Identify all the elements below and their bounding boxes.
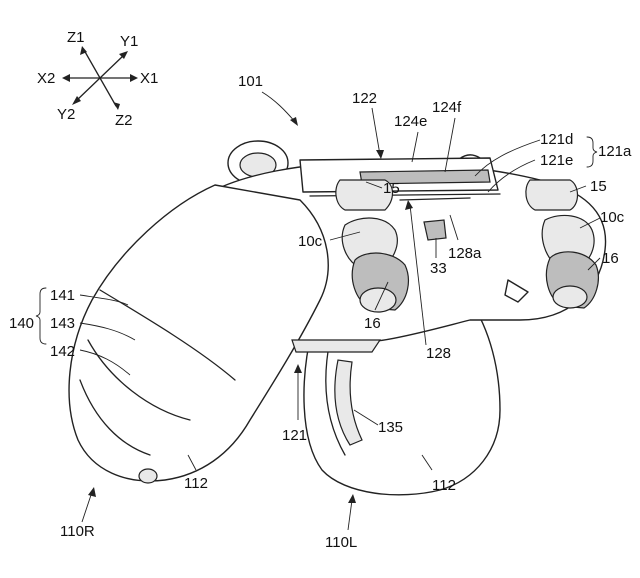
cover-128a-edge <box>399 197 471 201</box>
axis-x1-label: X1 <box>140 70 158 87</box>
grip-110l-edge <box>325 339 346 456</box>
axis-z2-line <box>99 77 117 107</box>
leader-16-left <box>374 281 389 311</box>
label-15-left: 15 <box>383 180 400 197</box>
label-124f: 124f <box>432 99 462 116</box>
leader-141 <box>79 294 129 306</box>
leader-121d <box>474 139 541 177</box>
grip-110r <box>68 184 329 482</box>
label-128a: 128a <box>448 245 482 262</box>
leader-101-arrow <box>290 117 298 126</box>
axis-y1-arrow <box>119 51 128 59</box>
label-143: 143 <box>50 315 75 332</box>
leader-112-left <box>187 454 197 471</box>
leader-110l-arrow <box>348 494 356 503</box>
grip-135-recess <box>334 359 363 446</box>
grip-line-141 <box>79 379 151 456</box>
leader-16-right <box>587 257 601 271</box>
leader-122 <box>371 107 381 156</box>
leader-128a <box>449 214 459 241</box>
bracket-140 <box>35 287 47 345</box>
axis-x2-arrow <box>62 74 70 82</box>
leader-110r-arrow <box>88 487 96 497</box>
bumper-15-right <box>525 179 579 211</box>
label-16-right: 16 <box>602 250 619 267</box>
axis-x1-arrow <box>130 74 138 82</box>
label-135: 135 <box>378 419 403 436</box>
trigger-16-left-base <box>359 287 397 313</box>
leader-135 <box>353 409 379 426</box>
light-bar-121 <box>291 339 382 353</box>
leader-124f <box>444 117 456 173</box>
axis-y2-arrow <box>72 96 81 105</box>
leader-10c-right <box>579 217 601 229</box>
reference-labels: 101 122 124f 124e 121d 121e 121a 15 15 1… <box>9 73 632 551</box>
label-142: 142 <box>50 343 75 360</box>
axis-z2-label: Z2 <box>115 112 133 129</box>
label-33: 33 <box>430 260 447 277</box>
leader-112-right <box>421 454 433 471</box>
axis-z1-label: Z1 <box>67 29 85 46</box>
connector-33 <box>423 219 447 241</box>
leader-101 <box>261 91 297 124</box>
label-140: 140 <box>9 315 34 332</box>
label-16-left: 16 <box>364 315 381 332</box>
trigger-16-right-base <box>552 285 588 309</box>
leader-143 <box>79 322 136 341</box>
bracket-121a <box>586 136 598 168</box>
label-112-right: 112 <box>432 477 456 494</box>
leader-110l <box>347 499 353 531</box>
leader-lines <box>79 91 601 531</box>
label-122: 122 <box>352 90 377 107</box>
leader-15-left <box>365 181 383 189</box>
label-10c-left: 10c <box>298 233 323 250</box>
label-101: 101 <box>238 73 263 90</box>
leader-124e <box>411 131 419 163</box>
leader-121-arrow <box>294 364 302 373</box>
leader-110r <box>81 491 93 523</box>
axis-z2-arrow <box>113 102 120 110</box>
leader-121e <box>487 159 536 193</box>
axis-y2-label: Y2 <box>57 106 75 123</box>
leader-142 <box>79 349 131 376</box>
axis-y1-line <box>99 54 125 79</box>
label-141: 141 <box>50 287 75 304</box>
label-110l: 110L <box>325 534 357 551</box>
axis-y1-label: Y1 <box>120 33 138 50</box>
label-121: 121 <box>282 427 307 444</box>
controller-drawing <box>68 140 607 496</box>
grip-line-143 <box>99 289 236 381</box>
leader-15-right <box>569 185 587 193</box>
axis-indicator: Z1 Y1 X2 X1 Y2 Z2 <box>37 29 158 129</box>
label-121d: 121d <box>540 131 573 148</box>
leader-122-arrow <box>376 150 384 159</box>
axis-y2-line <box>75 77 101 102</box>
side-notch <box>504 279 529 303</box>
label-10c-right: 10c <box>600 209 625 226</box>
label-124e: 124e <box>394 113 427 130</box>
leader-128 <box>409 204 427 346</box>
grip-line-142 <box>87 339 191 421</box>
label-121a: 121a <box>598 143 632 160</box>
axis-z1-arrow <box>80 46 87 55</box>
label-112-left: 112 <box>184 475 208 492</box>
leader-10c-left <box>329 231 361 241</box>
axis-z1-line <box>83 49 101 79</box>
label-128: 128 <box>426 345 451 362</box>
grip-bottom-hole <box>138 468 158 484</box>
bumper-15-left <box>335 179 394 211</box>
label-15-right: 15 <box>590 178 607 195</box>
label-121e: 121e <box>540 152 573 169</box>
axis-x2-label: X2 <box>37 70 55 87</box>
label-110r: 110R <box>60 523 95 540</box>
leader-128-arrow <box>405 200 413 210</box>
